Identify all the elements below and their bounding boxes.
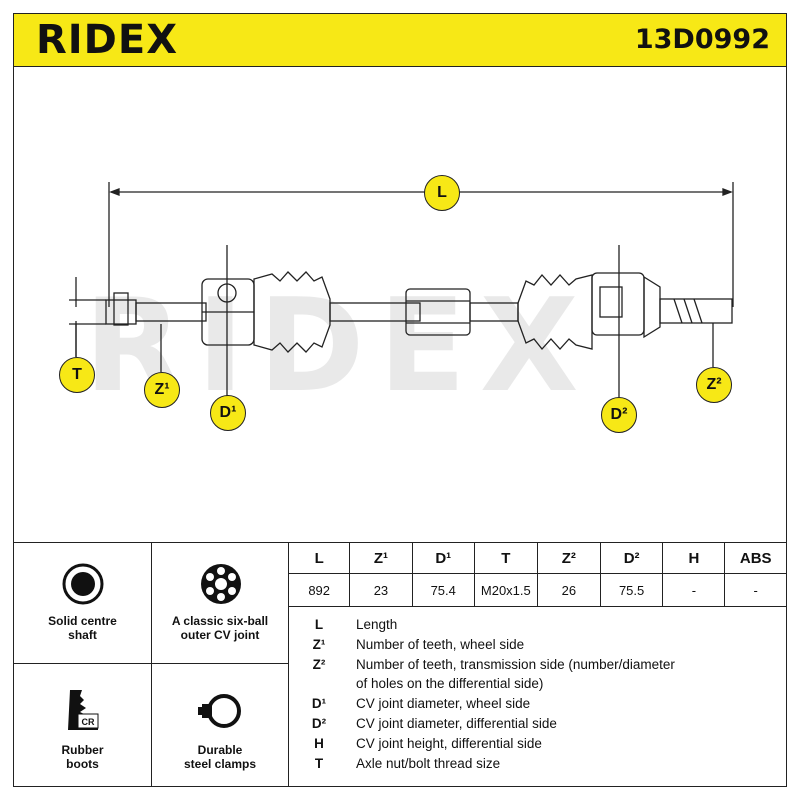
- legend-key: L: [314, 617, 324, 632]
- spec-header: ABS: [724, 543, 786, 574]
- legend-key: T: [314, 756, 324, 771]
- spec-value: 892: [289, 573, 351, 607]
- feature-rubber-boots: CR Rubber boots: [14, 664, 152, 786]
- legend-key: D¹: [311, 696, 327, 711]
- spec-header: D¹: [412, 543, 475, 574]
- technical-drawing: RIDEX: [13, 67, 787, 543]
- rubber-boot-icon: CR: [68, 690, 99, 730]
- six-ball-joint-icon: [201, 564, 241, 604]
- legend-desc: Number of teeth, wheel side: [356, 637, 525, 652]
- spec-value: 75.5: [600, 573, 664, 607]
- spec-header-row: L Z¹ D¹ T Z² D² H ABS: [289, 543, 786, 574]
- legend-key: H: [314, 736, 324, 751]
- badge-T: T: [59, 357, 95, 393]
- badge-D1: D¹: [210, 395, 246, 431]
- legend-desc: Axle nut/bolt thread size: [356, 756, 501, 771]
- legend-key: Z¹: [312, 637, 326, 652]
- feature-six-ball-joint: A classic six-ball outer CV joint: [152, 543, 289, 664]
- legend-desc: of holes on the differential side): [356, 676, 544, 691]
- spec-header: Z²: [537, 543, 601, 574]
- spec-value: 75.4: [412, 573, 475, 607]
- legend-desc: CV joint height, differential side: [356, 736, 542, 751]
- feature-label-line1: Solid centre: [48, 614, 117, 628]
- steel-clamp-icon: [198, 694, 241, 728]
- spec-header: L: [289, 543, 351, 574]
- spec-header: Z¹: [349, 543, 413, 574]
- spec-table: L Z¹ D¹ T Z² D² H ABS 892 23 75.4 M20x1.…: [289, 543, 786, 607]
- spec-value: 26: [537, 573, 601, 607]
- feature-label-line2: shaft: [68, 628, 97, 642]
- spec-panel: Solid centre shaft A classic six-ball ou…: [13, 542, 787, 787]
- spec-value: -: [662, 573, 726, 607]
- legend-desc: Number of teeth, transmission side (numb…: [356, 657, 675, 672]
- legend-key: D²: [311, 716, 327, 731]
- header-banner: RIDEX 13D0992: [13, 13, 787, 67]
- legend-desc: Length: [356, 617, 398, 632]
- feature-solid-shaft: Solid centre shaft: [14, 543, 152, 664]
- drive-shaft-drawing: [69, 182, 734, 397]
- legend-key: Z²: [312, 657, 326, 672]
- badge-Z2: Z²: [696, 367, 732, 403]
- spec-header: D²: [600, 543, 664, 574]
- part-number: 13D0992: [634, 24, 770, 55]
- feature-label-line2: boots: [66, 757, 99, 771]
- spec-value-row: 892 23 75.4 M20x1.5 26 75.5 - -: [289, 573, 786, 607]
- feature-label-line2: steel clamps: [183, 757, 257, 771]
- legend-desc: CV joint diameter, differential side: [356, 716, 557, 731]
- spec-value: 23: [349, 573, 413, 607]
- badge-D2: D²: [601, 397, 637, 433]
- feature-label-line2: outer CV joint: [180, 628, 260, 642]
- brand-logo: RIDEX: [36, 17, 179, 63]
- spec-value: -: [724, 573, 786, 607]
- badge-L: L: [424, 175, 460, 211]
- svg-text:CR: CR: [82, 717, 95, 727]
- legend-desc: CV joint diameter, wheel side: [356, 696, 531, 711]
- spec-header: T: [474, 543, 538, 574]
- feature-label-line1: Rubber: [61, 743, 104, 757]
- feature-label-line1: Durable: [197, 743, 243, 757]
- feature-label-line1: A classic six-ball: [171, 614, 269, 628]
- spec-header: H: [662, 543, 726, 574]
- spec-value: M20x1.5: [474, 573, 538, 607]
- solid-shaft-icon: [62, 563, 104, 605]
- badge-Z1: Z¹: [144, 372, 180, 408]
- feature-steel-clamps: Durable steel clamps: [152, 664, 289, 786]
